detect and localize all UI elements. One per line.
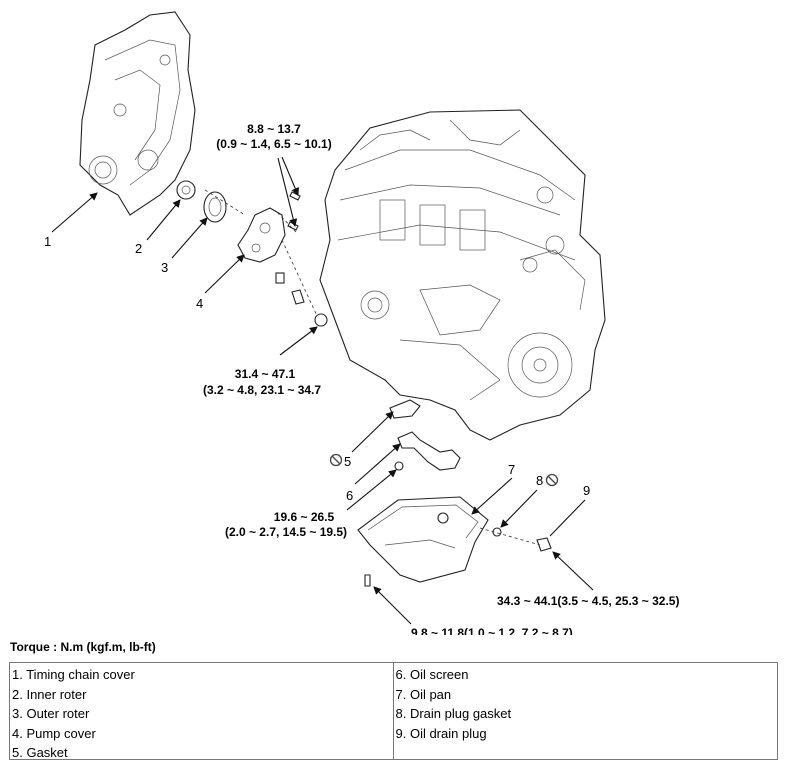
legend-column-left: 1. Timing chain cover 2. Inner roter 3. … (10, 663, 394, 760)
legend-item: 5. Gasket (12, 745, 68, 760)
pump-cover-drawing (237, 207, 286, 263)
oil-pan-drawing (357, 496, 489, 583)
oil-screen-drawing (394, 431, 461, 471)
gasket-drawing (389, 399, 421, 419)
callout-1: 1 (44, 234, 51, 249)
legend-item: 6. Oil screen (395, 667, 469, 682)
relief-plug-drawing (314, 313, 328, 327)
callout-6: 6 (346, 488, 353, 503)
outer-rotor-drawing (203, 191, 227, 223)
leader-arrows (51, 156, 594, 625)
relief-spring-drawing (291, 289, 305, 305)
oil-pan-bolt-drawing (364, 574, 371, 587)
torque-relief-plug-line1: 31.4 ~ 47.1 (235, 367, 296, 381)
callout-3: 3 (161, 260, 168, 275)
torque-pump-cover-bolt-line1: 8.8 ~ 13.7 (247, 122, 301, 136)
callout-8: 8 (536, 473, 543, 488)
legend-item: 8. Drain plug gasket (395, 706, 512, 721)
torque-unit-label: Torque : N.m (kgf.m, lb-ft) (10, 640, 156, 654)
torque-drain-plug: 34.3 ~ 44.1(3.5 ~ 4.5, 25.3 ~ 32.5) (497, 594, 679, 608)
callout-9: 9 (583, 483, 590, 498)
callout-4: 4 (196, 296, 203, 311)
legend-item: 9. Oil drain plug (395, 725, 487, 741)
timing-chain-cover-drawing (79, 11, 196, 216)
callout-7: 7 (508, 462, 515, 477)
legend-item: 1. Timing chain cover (12, 667, 135, 682)
no-reuse-icon (545, 473, 559, 487)
torque-screen-bolt-line1: 19.6 ~ 26.5 (274, 510, 335, 524)
legend-item: 4. Pump cover (12, 725, 96, 741)
legend-item: 7. Oil pan (395, 686, 452, 702)
legend-column-right: 6. Oil screen 7. Oil pan 8. Drain plug g… (394, 663, 778, 759)
legend-item: 2. Inner roter (12, 686, 87, 702)
relief-valve-drawing (275, 272, 285, 284)
torque-pump-cover-bolt-line2: (0.9 ~ 1.4, 6.5 ~ 10.1) (216, 137, 331, 151)
oil-drain-plug-drawing (536, 537, 552, 552)
pump-cover-bolts-drawing (287, 191, 301, 231)
callout-5: 5 (344, 454, 351, 469)
parts-legend-table: 1. Timing chain cover 2. Inner roter 3. … (9, 662, 778, 760)
exploded-diagram: 1 2 3 4 5 6 7 8 9 8.8 ~ 13.7 (0.9 ~ 1.4,… (44, 11, 679, 635)
legend-item: 3. Outer roter (12, 706, 90, 721)
inner-rotor-drawing (176, 180, 196, 200)
torque-screen-bolt-line2: (2.0 ~ 2.7, 14.5 ~ 19.5) (225, 525, 347, 539)
no-reuse-icon (329, 453, 343, 467)
engine-block-drawing (319, 109, 606, 441)
torque-oil-pan-bolt: 9.8 ~ 11.8(1.0 ~ 1.2, 7.2 ~ 8.7) (411, 626, 573, 635)
torque-relief-plug-line2: (3.2 ~ 4.8, 23.1 ~ 34.7 (203, 383, 321, 397)
callout-2: 2 (135, 241, 142, 256)
